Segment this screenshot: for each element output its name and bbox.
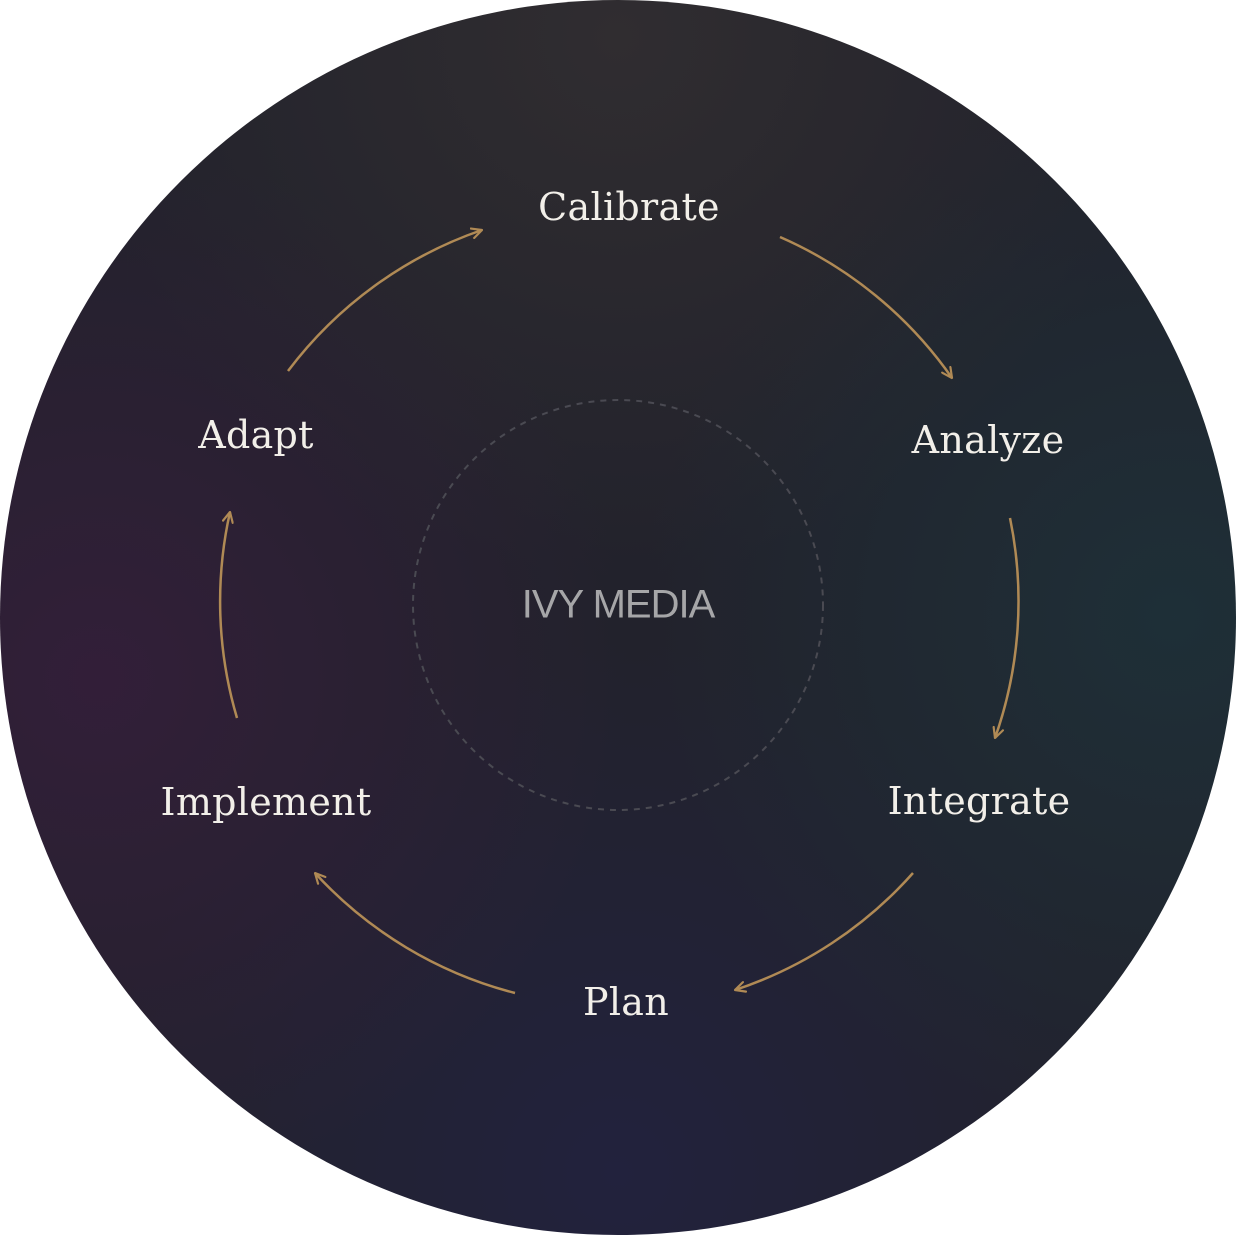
center-logo-text: IVY MEDIA bbox=[521, 582, 716, 627]
stage-analyze: Analyze bbox=[911, 418, 1065, 462]
stage-adapt: Adapt bbox=[198, 413, 314, 457]
stage-implement: Implement bbox=[160, 780, 372, 824]
arrow-analyze-to-integrate bbox=[995, 517, 1020, 738]
stage-plan: Plan bbox=[582, 980, 670, 1024]
arrow-plan-to-implement bbox=[315, 873, 516, 995]
arrow-adapt-to-calibrate bbox=[287, 230, 482, 372]
arrow-integrate-to-plan bbox=[735, 872, 914, 990]
stage-calibrate: Calibrate bbox=[538, 185, 720, 229]
arrow-implement-to-adapt bbox=[218, 512, 239, 719]
arrow-calibrate-to-analyze bbox=[779, 235, 952, 378]
stage-integrate: Integrate bbox=[887, 779, 1071, 823]
dashed-ring bbox=[412, 399, 824, 811]
